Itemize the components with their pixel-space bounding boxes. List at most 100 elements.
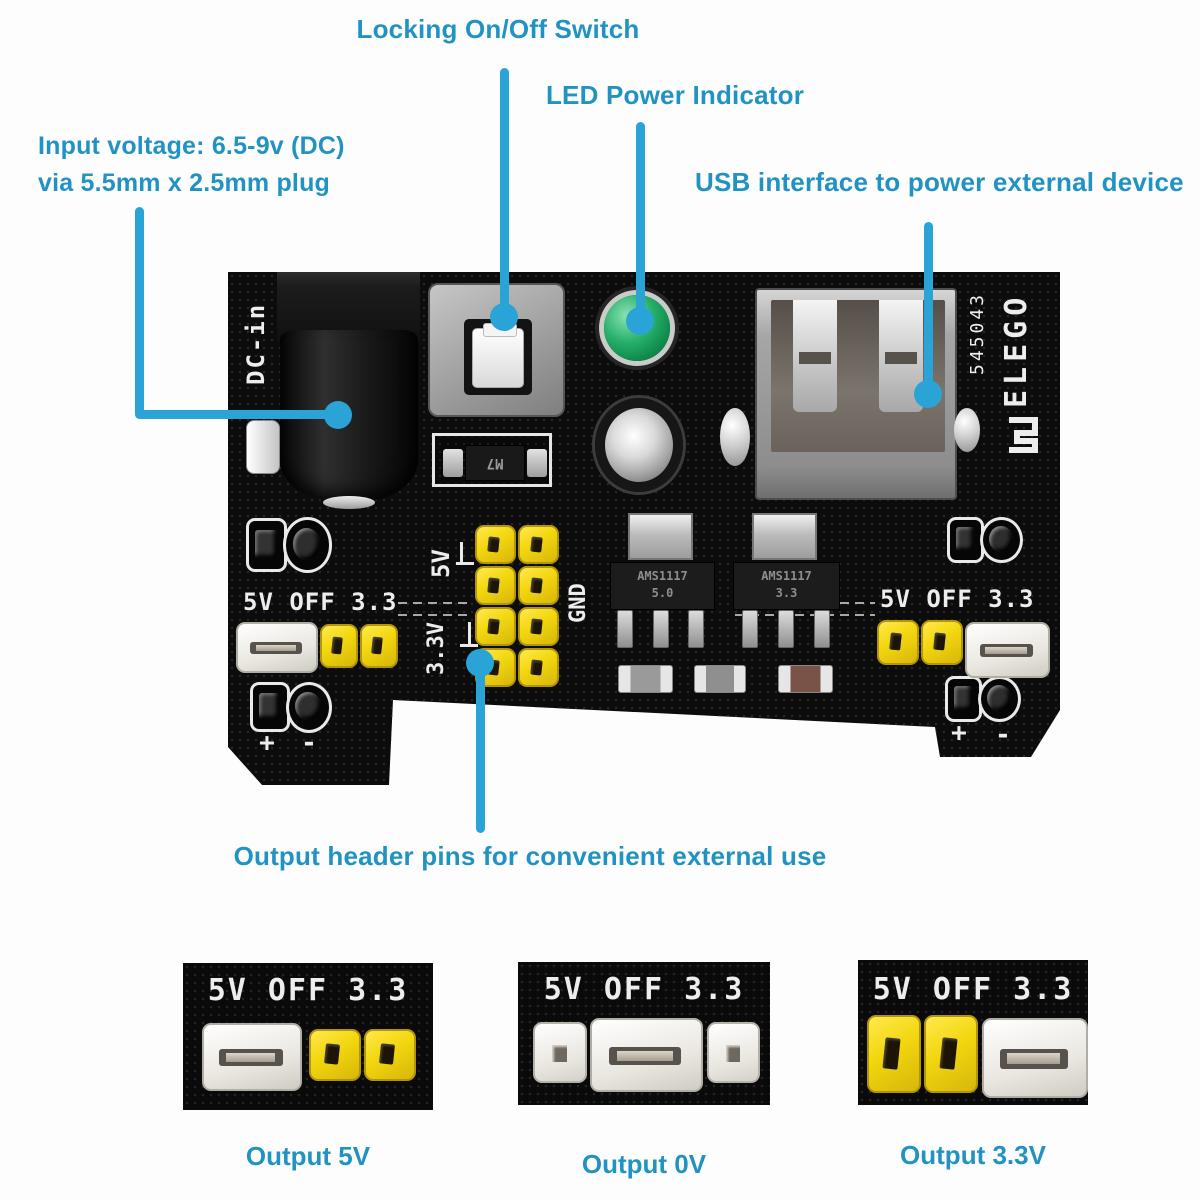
usb-leader-dot — [914, 380, 942, 408]
right-rail-pin — [921, 620, 963, 665]
regulator-part-number: AMS1117 — [761, 569, 812, 583]
white-pin — [707, 1022, 760, 1083]
usb-contact — [793, 300, 837, 412]
led-leader-dot — [626, 307, 654, 335]
brand-logo-icon — [1009, 417, 1038, 453]
header-pin — [518, 648, 559, 687]
input-voltage-line1: Input voltage: 6.5-9v (DC) — [38, 132, 345, 160]
mounting-pads — [947, 516, 1027, 564]
yellow-pin — [924, 1015, 978, 1093]
edge-clip — [246, 420, 280, 474]
output-pins-annotation: Output header pins for convenient extern… — [233, 841, 827, 871]
header-pin — [518, 525, 559, 564]
output-3v3-caption: Output 3.3V — [900, 1140, 1046, 1170]
rail-silkscreen: 5V OFF 3.3 — [872, 972, 1074, 1007]
round-pad — [283, 517, 332, 573]
input-leader-dot — [324, 401, 352, 429]
output-leader-line — [476, 660, 485, 833]
header-pin — [518, 607, 559, 646]
smd-capacitor — [778, 665, 833, 693]
led-annotation: LED Power Indicator — [545, 80, 805, 110]
output-leader-dot — [466, 649, 494, 677]
diode-outline: M7 — [432, 433, 552, 487]
usb-annotation: USB interface to power external device — [695, 167, 1184, 197]
3v3-bracket — [468, 622, 471, 646]
yellow-pin — [867, 1015, 921, 1093]
output-0v-example-photo: 5V OFF 3.3 — [518, 962, 770, 1105]
jumper-contact — [1000, 1048, 1068, 1069]
5v-bracket — [460, 542, 463, 562]
regulator-voltage: 5.0 — [651, 586, 674, 600]
regulator-leg — [742, 610, 758, 648]
right-rail-jumper — [965, 622, 1050, 678]
jumper-contact — [219, 1049, 283, 1066]
white-pin — [533, 1022, 587, 1083]
switch-annotation: Locking On/Off Switch — [356, 14, 640, 44]
round-pad — [285, 681, 332, 733]
header-pin — [475, 525, 516, 564]
solder-joint — [720, 408, 750, 466]
5v-pin-silkscreen: 5V — [427, 549, 455, 578]
switch-leader-dot — [490, 303, 518, 331]
dc-jack-collar — [323, 496, 375, 509]
mounting-pads — [250, 681, 336, 733]
usb-leader-line — [924, 222, 933, 398]
square-pad — [250, 682, 290, 732]
regulator-tab — [752, 513, 817, 560]
mounting-pads — [945, 675, 1025, 723]
header-pin — [475, 607, 516, 646]
round-pad — [979, 516, 1023, 564]
plus-marking: + — [259, 728, 275, 758]
output-3v3-example-photo: 5V OFF 3.3 — [858, 960, 1088, 1105]
left-rail-pin — [320, 624, 358, 668]
input-voltage-annotation: Input voltage: 6.5-9v (DC) via 5.5mm x 2… — [38, 128, 368, 202]
jumper-on-5v — [202, 1023, 302, 1091]
solder-joint — [954, 408, 980, 452]
jumper-on-off — [590, 1018, 703, 1092]
square-pad — [246, 518, 288, 572]
output-5v-example-photo: 5V OFF 3.3 — [183, 963, 433, 1110]
yellow-pin — [364, 1029, 416, 1081]
voltage-regulator-5v: AMS1117 5.0 — [610, 562, 715, 610]
regulator-voltage: 3.3 — [775, 586, 798, 600]
minus-marking: - — [995, 720, 1011, 750]
power-switch — [428, 283, 565, 417]
gnd-pin-silkscreen: GND — [566, 583, 591, 623]
right-rail-pin — [877, 620, 919, 665]
jumper-contact — [250, 641, 302, 655]
jumper-contact — [979, 643, 1034, 658]
rail-silkscreen: 5V OFF 3.3 — [543, 972, 745, 1007]
right-rail-silkscreen: 5V OFF 3.3 — [880, 585, 1035, 613]
square-pad — [947, 517, 984, 563]
3v3-bracket — [460, 644, 478, 647]
output-0v-caption: Output 0V — [581, 1149, 707, 1179]
regulator-part-number: AMS1117 — [637, 569, 688, 583]
plus-marking: + — [951, 718, 967, 748]
switch-leader-line — [500, 68, 509, 320]
pcb-trace — [398, 614, 472, 616]
serial-number: 545043 — [967, 291, 988, 375]
square-pad — [945, 676, 982, 722]
mounting-pads — [246, 517, 336, 573]
pcb-trace — [735, 614, 875, 616]
voltage-regulator-3v3: AMS1117 3.3 — [733, 562, 840, 610]
3v3-pin-silkscreen: 3.3V — [424, 622, 449, 675]
yellow-pin — [309, 1029, 361, 1081]
led-leader-line — [636, 122, 645, 324]
5v-bracket — [456, 562, 474, 565]
dc-in-silkscreen: DC-in — [242, 302, 270, 385]
regulator-tab — [628, 513, 693, 560]
switch-lever — [472, 323, 524, 388]
regulator-leg — [688, 610, 704, 648]
regulator-leg — [778, 610, 794, 648]
jumper-on-3v3 — [982, 1018, 1088, 1098]
pcb-trace — [398, 602, 472, 604]
left-rail-pin — [360, 624, 398, 668]
brand-name: ELEGO — [999, 292, 1034, 408]
input-leader-line-vertical — [135, 207, 144, 417]
switch-opening — [464, 319, 532, 395]
usb-opening — [771, 300, 945, 452]
header-pin — [475, 566, 516, 605]
rail-silkscreen: 5V OFF 3.3 — [207, 973, 409, 1008]
round-pad — [977, 675, 1021, 723]
